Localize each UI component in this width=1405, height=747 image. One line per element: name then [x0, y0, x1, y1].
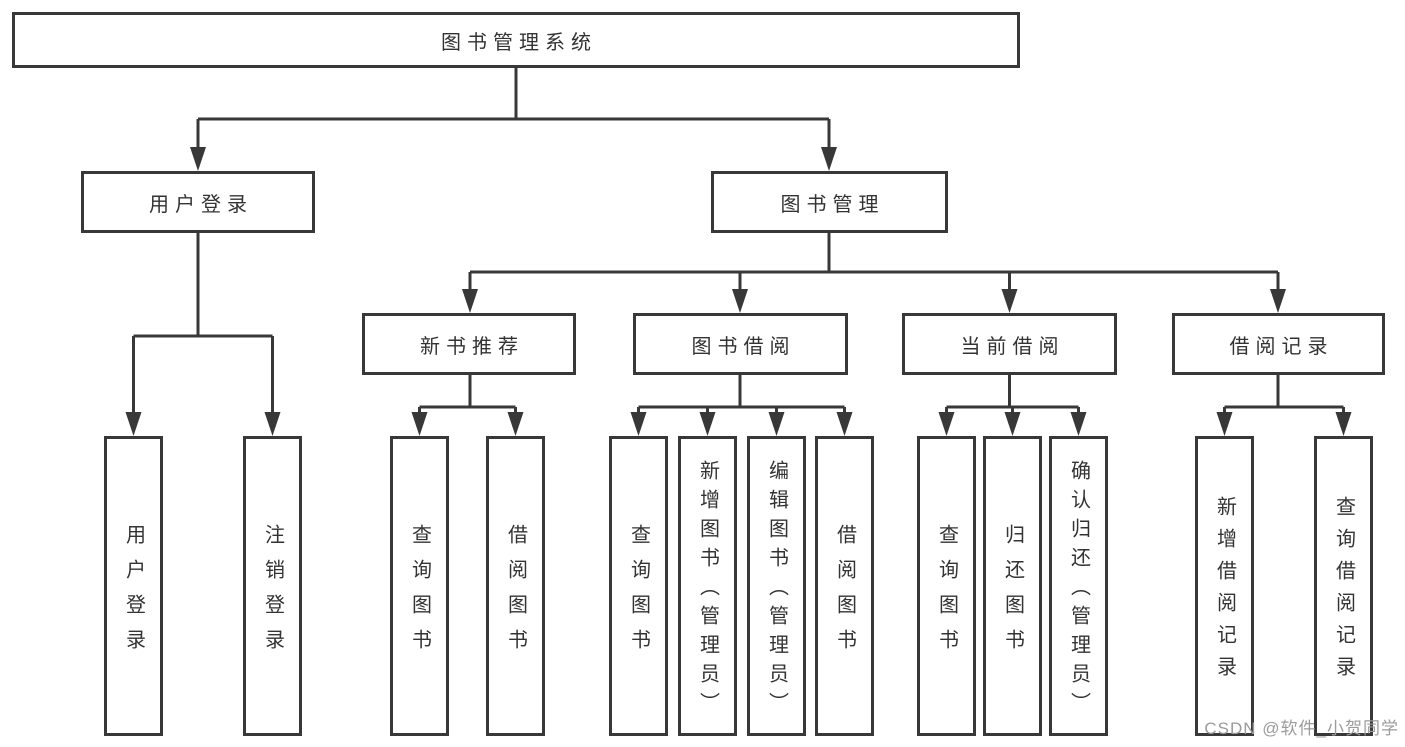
leaf-add-books-admin: 新增图书（管理员） [678, 436, 737, 736]
leaf-confirm-return-admin: 确认归还（管理员） [1049, 436, 1108, 736]
leaf-query-books-current: 查询图书 [917, 436, 976, 736]
leaf-return-books: 归还图书 [983, 436, 1042, 736]
node-label: 新书推荐 [420, 335, 524, 358]
leaf-label: 注销登录 [261, 523, 284, 664]
leaf-label: 编辑图书（管理员） [765, 460, 788, 721]
leaf-label: 查询图书 [627, 523, 650, 664]
leaf-logout: 注销登录 [243, 436, 302, 736]
node-library-system-root: 图书管理系统 [12, 12, 1020, 68]
leaf-label: 用户登录 [122, 523, 145, 664]
leaf-label: 归还图书 [1001, 523, 1024, 664]
leaf-label: 查询图书 [408, 523, 431, 664]
leaf-add-borrow-record: 新增借阅记录 [1195, 436, 1254, 736]
leaf-borrow-books-recommend: 借阅图书 [486, 436, 545, 736]
node-new-book-recommendation: 新书推荐 [362, 313, 576, 375]
leaf-label: 借阅图书 [833, 523, 856, 664]
leaf-edit-books-admin: 编辑图书（管理员） [747, 436, 806, 736]
node-user-login: 用户登录 [81, 171, 315, 233]
leaf-label: 借阅图书 [504, 523, 527, 664]
arrowheads [125, 147, 1352, 436]
leaf-query-books-borrowing: 查询图书 [609, 436, 668, 736]
leaf-label: 新增图书（管理员） [696, 460, 719, 721]
leaf-borrow-books: 借阅图书 [815, 436, 874, 736]
leaf-query-borrow-record: 查询借阅记录 [1314, 436, 1373, 736]
leaf-label: 查询借阅记录 [1332, 496, 1355, 688]
node-label: 用户登录 [149, 193, 253, 216]
leaf-user-login: 用户登录 [104, 436, 163, 736]
leaf-label: 新增借阅记录 [1213, 496, 1236, 688]
node-label: 借阅记录 [1229, 335, 1334, 358]
csdn-watermark: CSDN @软件_小贺同学 [1204, 719, 1399, 738]
node-label: 当前借阅 [960, 335, 1065, 358]
leaf-label: 查询图书 [935, 523, 958, 664]
node-current-borrowing: 当前借阅 [902, 313, 1117, 375]
node-book-borrowing: 图书借阅 [633, 313, 848, 375]
node-borrowing-records: 借阅记录 [1172, 313, 1385, 375]
node-label: 图书管理系统 [441, 31, 597, 54]
leaf-label: 确认归还（管理员） [1067, 460, 1090, 721]
leaf-query-books-recommend: 查询图书 [390, 436, 449, 736]
node-label: 图书管理 [780, 193, 885, 216]
node-label: 图书借阅 [691, 335, 796, 358]
node-book-management: 图书管理 [711, 171, 948, 233]
